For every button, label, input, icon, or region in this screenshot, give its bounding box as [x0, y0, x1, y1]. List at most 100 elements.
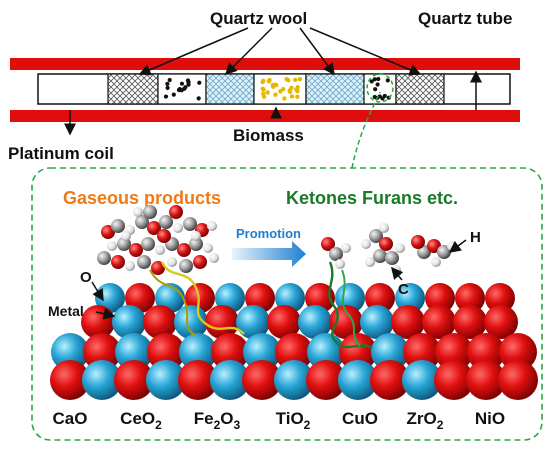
- metal-atom: [51, 333, 89, 371]
- carbon-atom: [189, 237, 203, 251]
- particle: [295, 94, 300, 99]
- oxygen-atom: [147, 221, 161, 235]
- oxygen-atom: [391, 305, 425, 339]
- label-atom-c: C: [398, 281, 409, 298]
- particle: [261, 78, 266, 83]
- label-platinum-coil: Platinum coil: [8, 144, 114, 163]
- metal-atom: [298, 305, 332, 339]
- oxygen-atom: [434, 360, 474, 400]
- oxygen-atom: [177, 243, 191, 257]
- particle: [369, 79, 374, 84]
- pointer-h: [448, 239, 467, 253]
- product-molecules: [321, 223, 457, 275]
- hydrogen-atom: [341, 243, 351, 253]
- particle: [167, 77, 172, 83]
- pointer-wool-2: [224, 27, 273, 76]
- label-quartz-wool: Quartz wool: [210, 9, 307, 28]
- particle: [284, 76, 289, 82]
- oxygen-atom: [306, 360, 346, 400]
- oxygen-atom: [50, 360, 90, 400]
- pointer-wool-4: [309, 27, 422, 76]
- particle: [385, 78, 390, 83]
- label-pointers: [64, 27, 482, 136]
- carbon-atom: [385, 251, 399, 265]
- particle: [273, 92, 278, 97]
- metal-atom: [274, 360, 314, 400]
- particle: [287, 89, 293, 95]
- carbon-atom: [179, 259, 193, 273]
- hydrogen-atom: [209, 253, 219, 263]
- oxygen-atom: [379, 237, 393, 251]
- carbon-atom: [137, 255, 151, 269]
- oxygen-atom: [147, 333, 185, 371]
- carbon-atom: [373, 249, 387, 263]
- hydrogen-atom: [125, 261, 135, 271]
- label-atom-metal: Metal: [48, 303, 84, 319]
- tube-bottom-wall: [10, 110, 520, 122]
- particle: [372, 77, 377, 82]
- atom-pointers: [91, 239, 467, 320]
- particle: [297, 76, 303, 82]
- hydrogen-atom: [133, 207, 143, 217]
- oxygen-atom: [205, 305, 239, 339]
- promotion-arrow: [232, 241, 306, 267]
- hydrogen-atom: [191, 231, 201, 241]
- carbon-atom: [141, 237, 155, 251]
- hydrogen-atom: [395, 243, 405, 253]
- metal-atom: [210, 360, 250, 400]
- particle: [270, 84, 276, 89]
- oxygen-atom: [193, 255, 207, 269]
- oxygen-atom: [178, 360, 218, 400]
- oxygen-atom: [466, 360, 506, 400]
- pointer-c: [391, 266, 404, 281]
- oxygen-atom: [467, 333, 505, 371]
- hydrogen-atom: [155, 245, 165, 255]
- particle: [179, 81, 185, 86]
- metal-atom: [360, 305, 394, 339]
- particle: [289, 85, 294, 91]
- quartz-wool-plug-1: [107, 73, 159, 105]
- carbon-atom: [369, 229, 383, 243]
- carbon-atom: [437, 245, 451, 259]
- pointer-wool-3: [299, 27, 335, 76]
- zoom-connector: [351, 91, 381, 169]
- metal-atom: [146, 360, 186, 400]
- carbon-atom: [143, 205, 157, 219]
- carbon-atom: [183, 217, 197, 231]
- oxygen-atom: [151, 261, 165, 275]
- quartz-wool-plug-4: [395, 73, 445, 105]
- oxygen-atom: [484, 305, 518, 339]
- hydrogen-atom: [173, 223, 183, 233]
- label-promotion: Promotion: [236, 226, 301, 241]
- hydrogen-atom: [365, 257, 375, 267]
- metal-atom: [243, 333, 281, 371]
- label-quartz-tube: Quartz tube: [418, 9, 512, 28]
- oxygen-atom: [211, 333, 249, 371]
- carbon-atom: [329, 247, 343, 261]
- quartz-wool-plug-3: [305, 73, 365, 105]
- catalyst-label: TiO2: [276, 409, 311, 432]
- label-atom-h: H: [470, 229, 481, 246]
- metal-atom: [174, 305, 208, 339]
- catalyst-label: ZrO2: [407, 409, 444, 432]
- carbon-atom: [159, 215, 173, 229]
- metal-atom: [395, 283, 425, 313]
- particle: [377, 94, 382, 99]
- oxygen-atom: [435, 333, 473, 371]
- oxygen-atom: [275, 333, 313, 371]
- oxygen-atom: [129, 243, 143, 257]
- oxygen-atom: [422, 305, 456, 339]
- particle: [163, 94, 169, 99]
- particle: [281, 87, 286, 92]
- metal-atom: [338, 360, 378, 400]
- oxygen-atom: [83, 333, 121, 371]
- hydrogen-atom: [121, 231, 131, 241]
- biomass-particles: [260, 76, 303, 101]
- particle: [176, 87, 182, 93]
- pointer-metal: [95, 307, 116, 320]
- hydrogen-atom: [167, 257, 177, 267]
- hydrogen-atom: [203, 243, 213, 253]
- metal-atom: [179, 333, 217, 371]
